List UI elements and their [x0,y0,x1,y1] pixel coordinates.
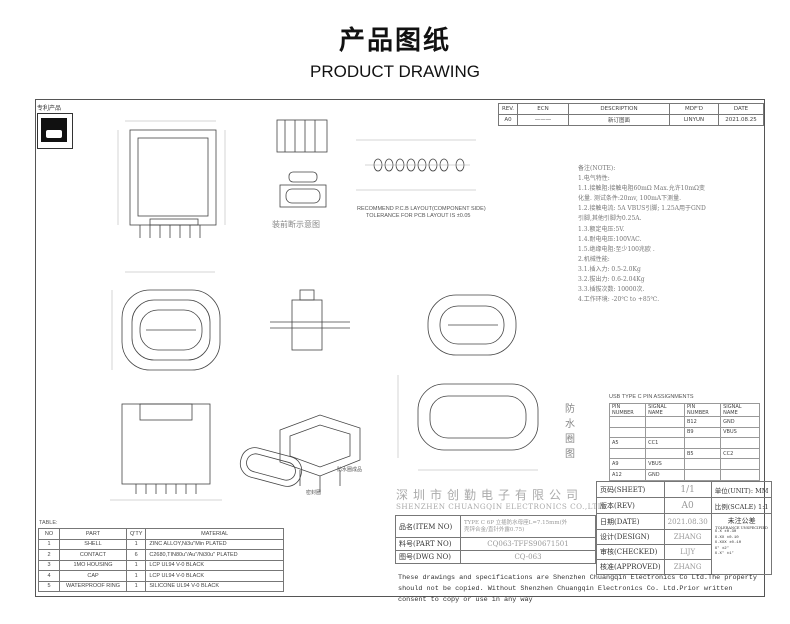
page-title: 产品图纸 [338,26,451,56]
drawing-sheet [35,99,765,597]
bom-label: TABLE: [39,520,58,526]
pin-table-title: USB TYPE C PIN ASSIGNMENTS [609,394,694,400]
top-view [117,120,226,238]
waterproof-ring-view [397,375,539,471]
side-view [276,119,328,208]
end-view [427,294,517,356]
assembly-caption: 装前断示意图 [272,220,320,229]
pcb-tolerance-note: TOLERANCE FOR PCB LAYOUT IS ±0.05 [366,213,471,219]
legal-notice: These drawings and specifications are Sh… [398,574,757,604]
pcb-layout-view [356,139,476,191]
waterproof-label: 防水 圈图 [565,404,575,460]
front-view [111,271,221,371]
revision-table: REV. ECN DESCRIPTION MDF'D DATE A0 ——— 新… [498,103,764,126]
section-view [270,289,350,351]
company-name-cn: 深圳市创勤电子有限公司 [396,488,584,502]
isometric-view [239,414,361,492]
page-subtitle: PRODUCT DRAWING [310,62,480,81]
corner-label: 专利产品 [37,106,62,112]
gasket-label: 防水圈成品 [337,467,363,473]
title-block-right: 页码(SHEET) 1/1 单位(UNIT): MM 版本(REV) A0 比例… [596,481,773,575]
title-block-left: 品名(ITEM NO) TYPE C 6P 立插防水母座L=7.15mm(外壳锌… [395,515,596,564]
logo-icon [37,113,73,149]
rubber-label: 密封圈 [306,490,322,496]
notes-block: 备注(NOTE): 1.电气特性: 1.1.接触阻:接触电阻60mΩ Max.允… [578,165,706,304]
company-name-en: SHENZHEN CHUANGQIN ELECTRONICS CO.,LTD. [396,502,607,511]
pcb-layout-note: RECOMMEND P.C.B LAYOUT(COMPONENT SIDE) [357,206,486,212]
bottom-view [110,403,222,501]
